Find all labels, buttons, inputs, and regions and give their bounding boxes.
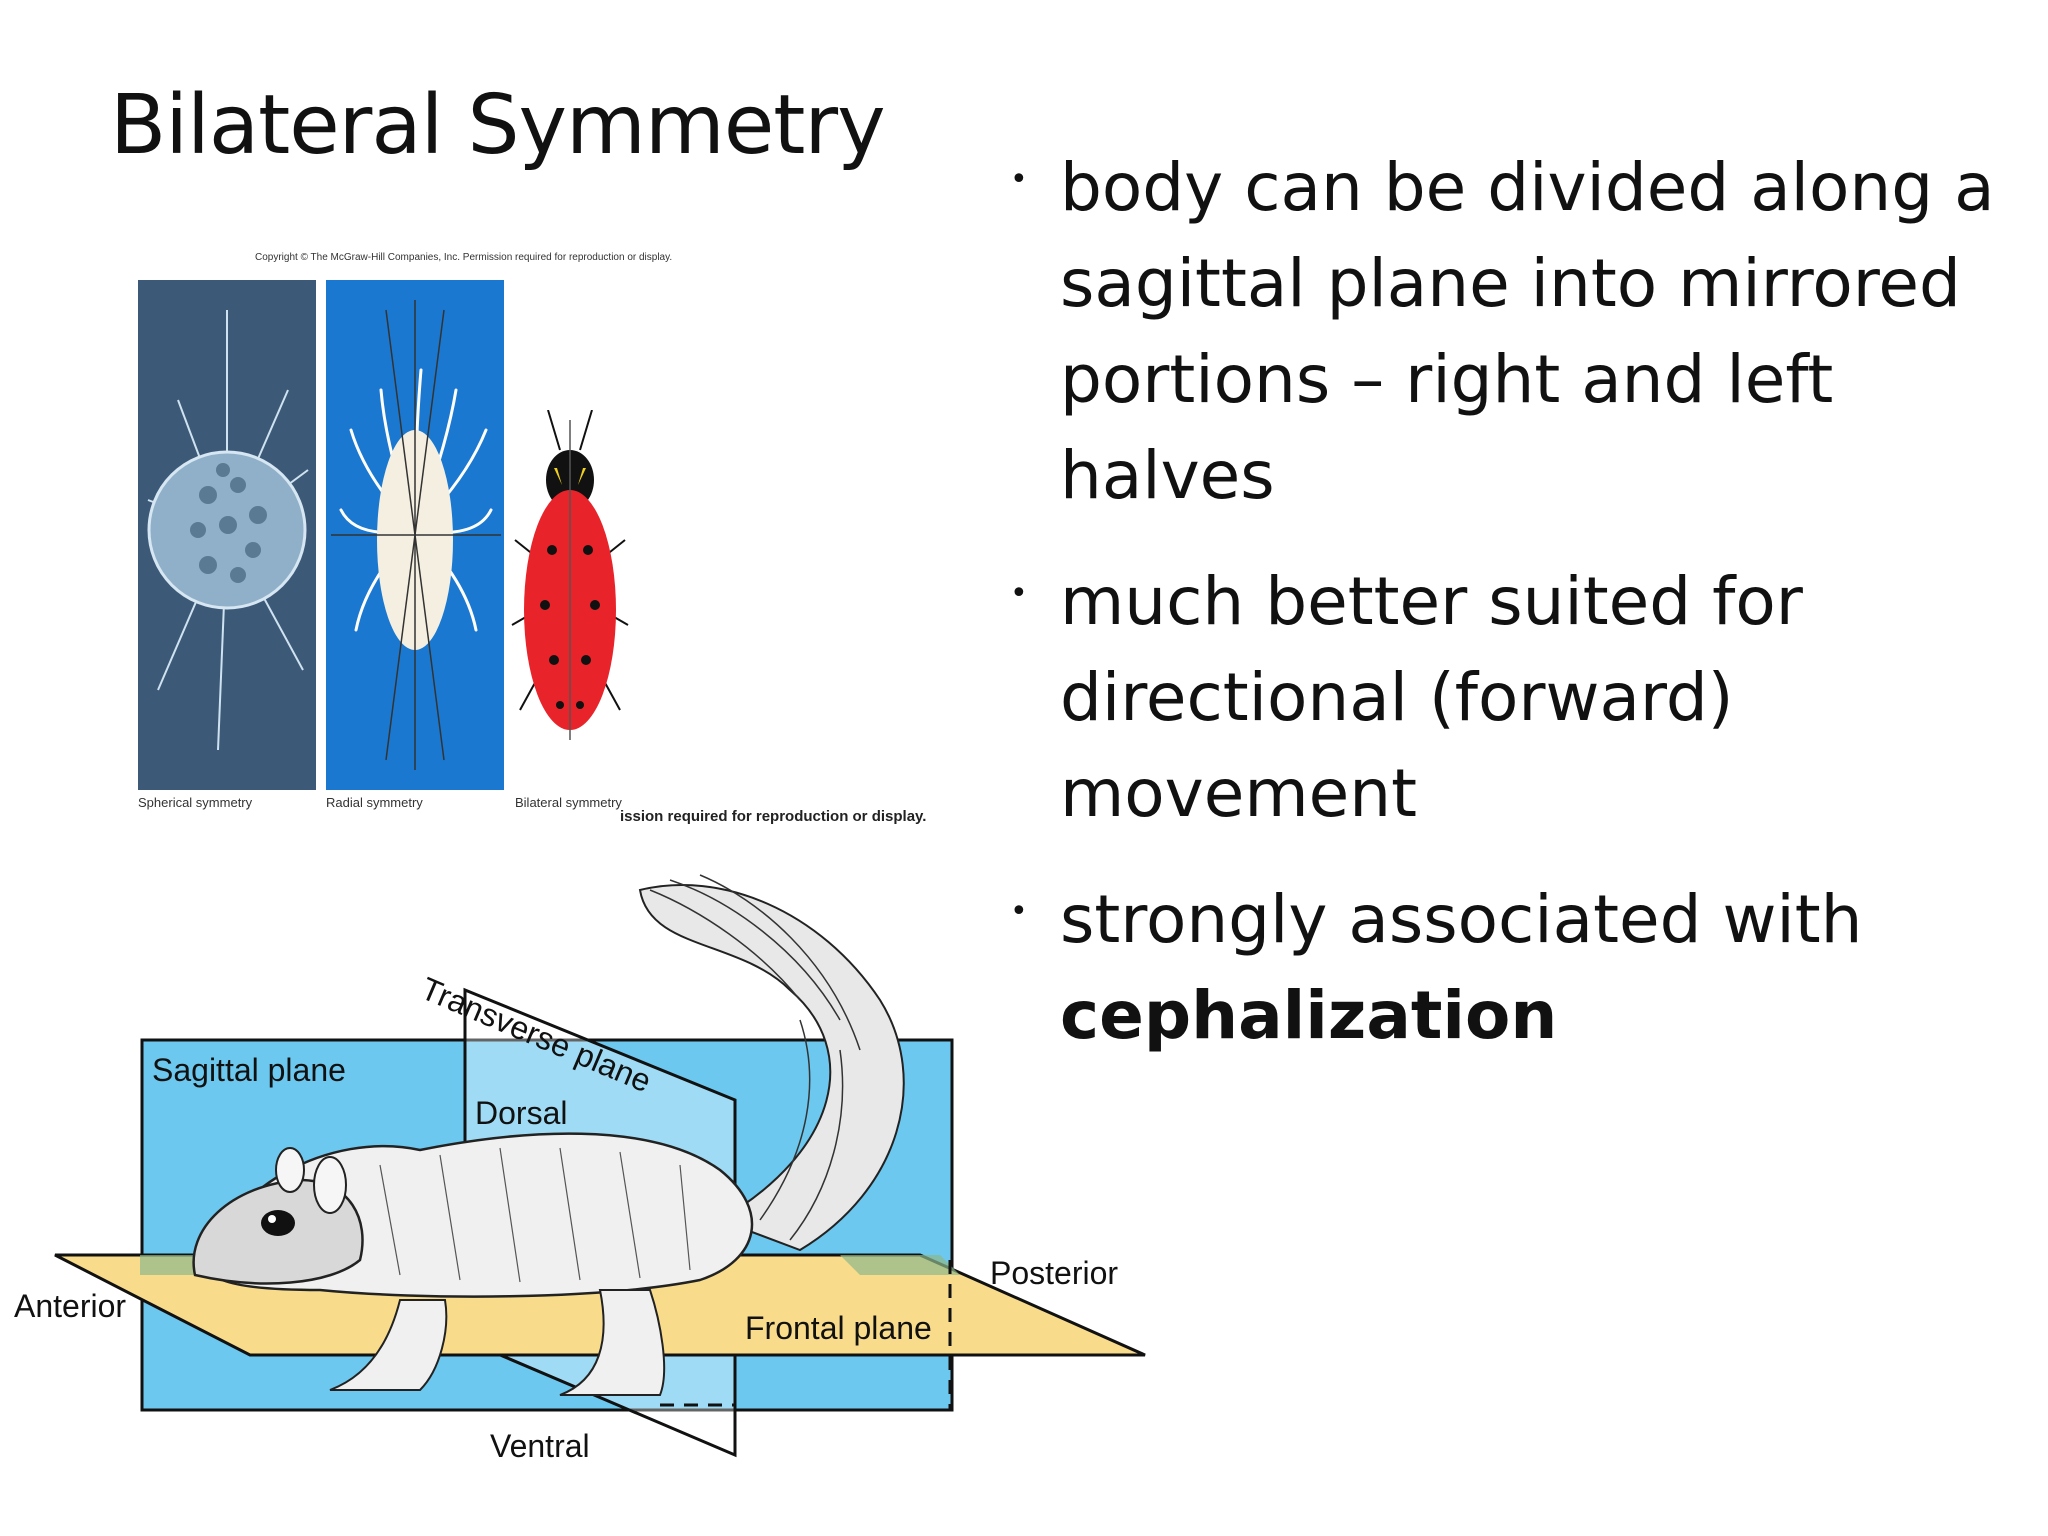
anterior-label: Anterior bbox=[14, 1288, 127, 1324]
bullet-text: strongly associated with bbox=[1060, 881, 1863, 958]
slide-title: Bilateral Symmetry bbox=[110, 78, 886, 173]
bullet-bold-term: cephalization bbox=[1060, 977, 1558, 1054]
spherical-symmetry-image bbox=[138, 280, 316, 790]
bullet-text: body can be divided along a sagittal pla… bbox=[1060, 149, 1995, 514]
caption-spherical: Spherical symmetry bbox=[138, 795, 253, 810]
radial-symmetry-image bbox=[326, 280, 504, 790]
bilateral-symmetry-ladybug-image bbox=[511, 410, 629, 740]
bullet-item: strongly associated with cephalization bbox=[1010, 864, 2010, 1064]
caption-radial: Radial symmetry bbox=[326, 795, 423, 810]
body-planes-diagram bbox=[54, 874, 1146, 1458]
ventral-label: Ventral bbox=[490, 1428, 590, 1464]
copyright-fragment: ission required for reproduction or disp… bbox=[620, 808, 927, 825]
frontal-plane-label: Frontal plane bbox=[745, 1310, 932, 1346]
bullet-item: much better suited for directional (forw… bbox=[1010, 546, 2010, 842]
body-planes-figure: Transverse plane Sagittal plane Dorsal P… bbox=[0, 830, 1160, 1470]
copyright-notice: Copyright © The McGraw-Hill Companies, I… bbox=[255, 252, 673, 263]
bullet-list: body can be divided along a sagittal pla… bbox=[1010, 132, 2010, 1094]
symmetry-types-figure: Copyright © The McGraw-Hill Companies, I… bbox=[130, 250, 980, 830]
posterior-label: Posterior bbox=[990, 1255, 1119, 1291]
bullet-text: much better suited for directional (forw… bbox=[1060, 563, 1803, 832]
sagittal-plane-label: Sagittal plane bbox=[152, 1052, 346, 1088]
dorsal-label: Dorsal bbox=[475, 1095, 568, 1131]
caption-bilateral: Bilateral symmetry bbox=[515, 795, 622, 810]
bullet-item: body can be divided along a sagittal pla… bbox=[1010, 132, 2010, 524]
